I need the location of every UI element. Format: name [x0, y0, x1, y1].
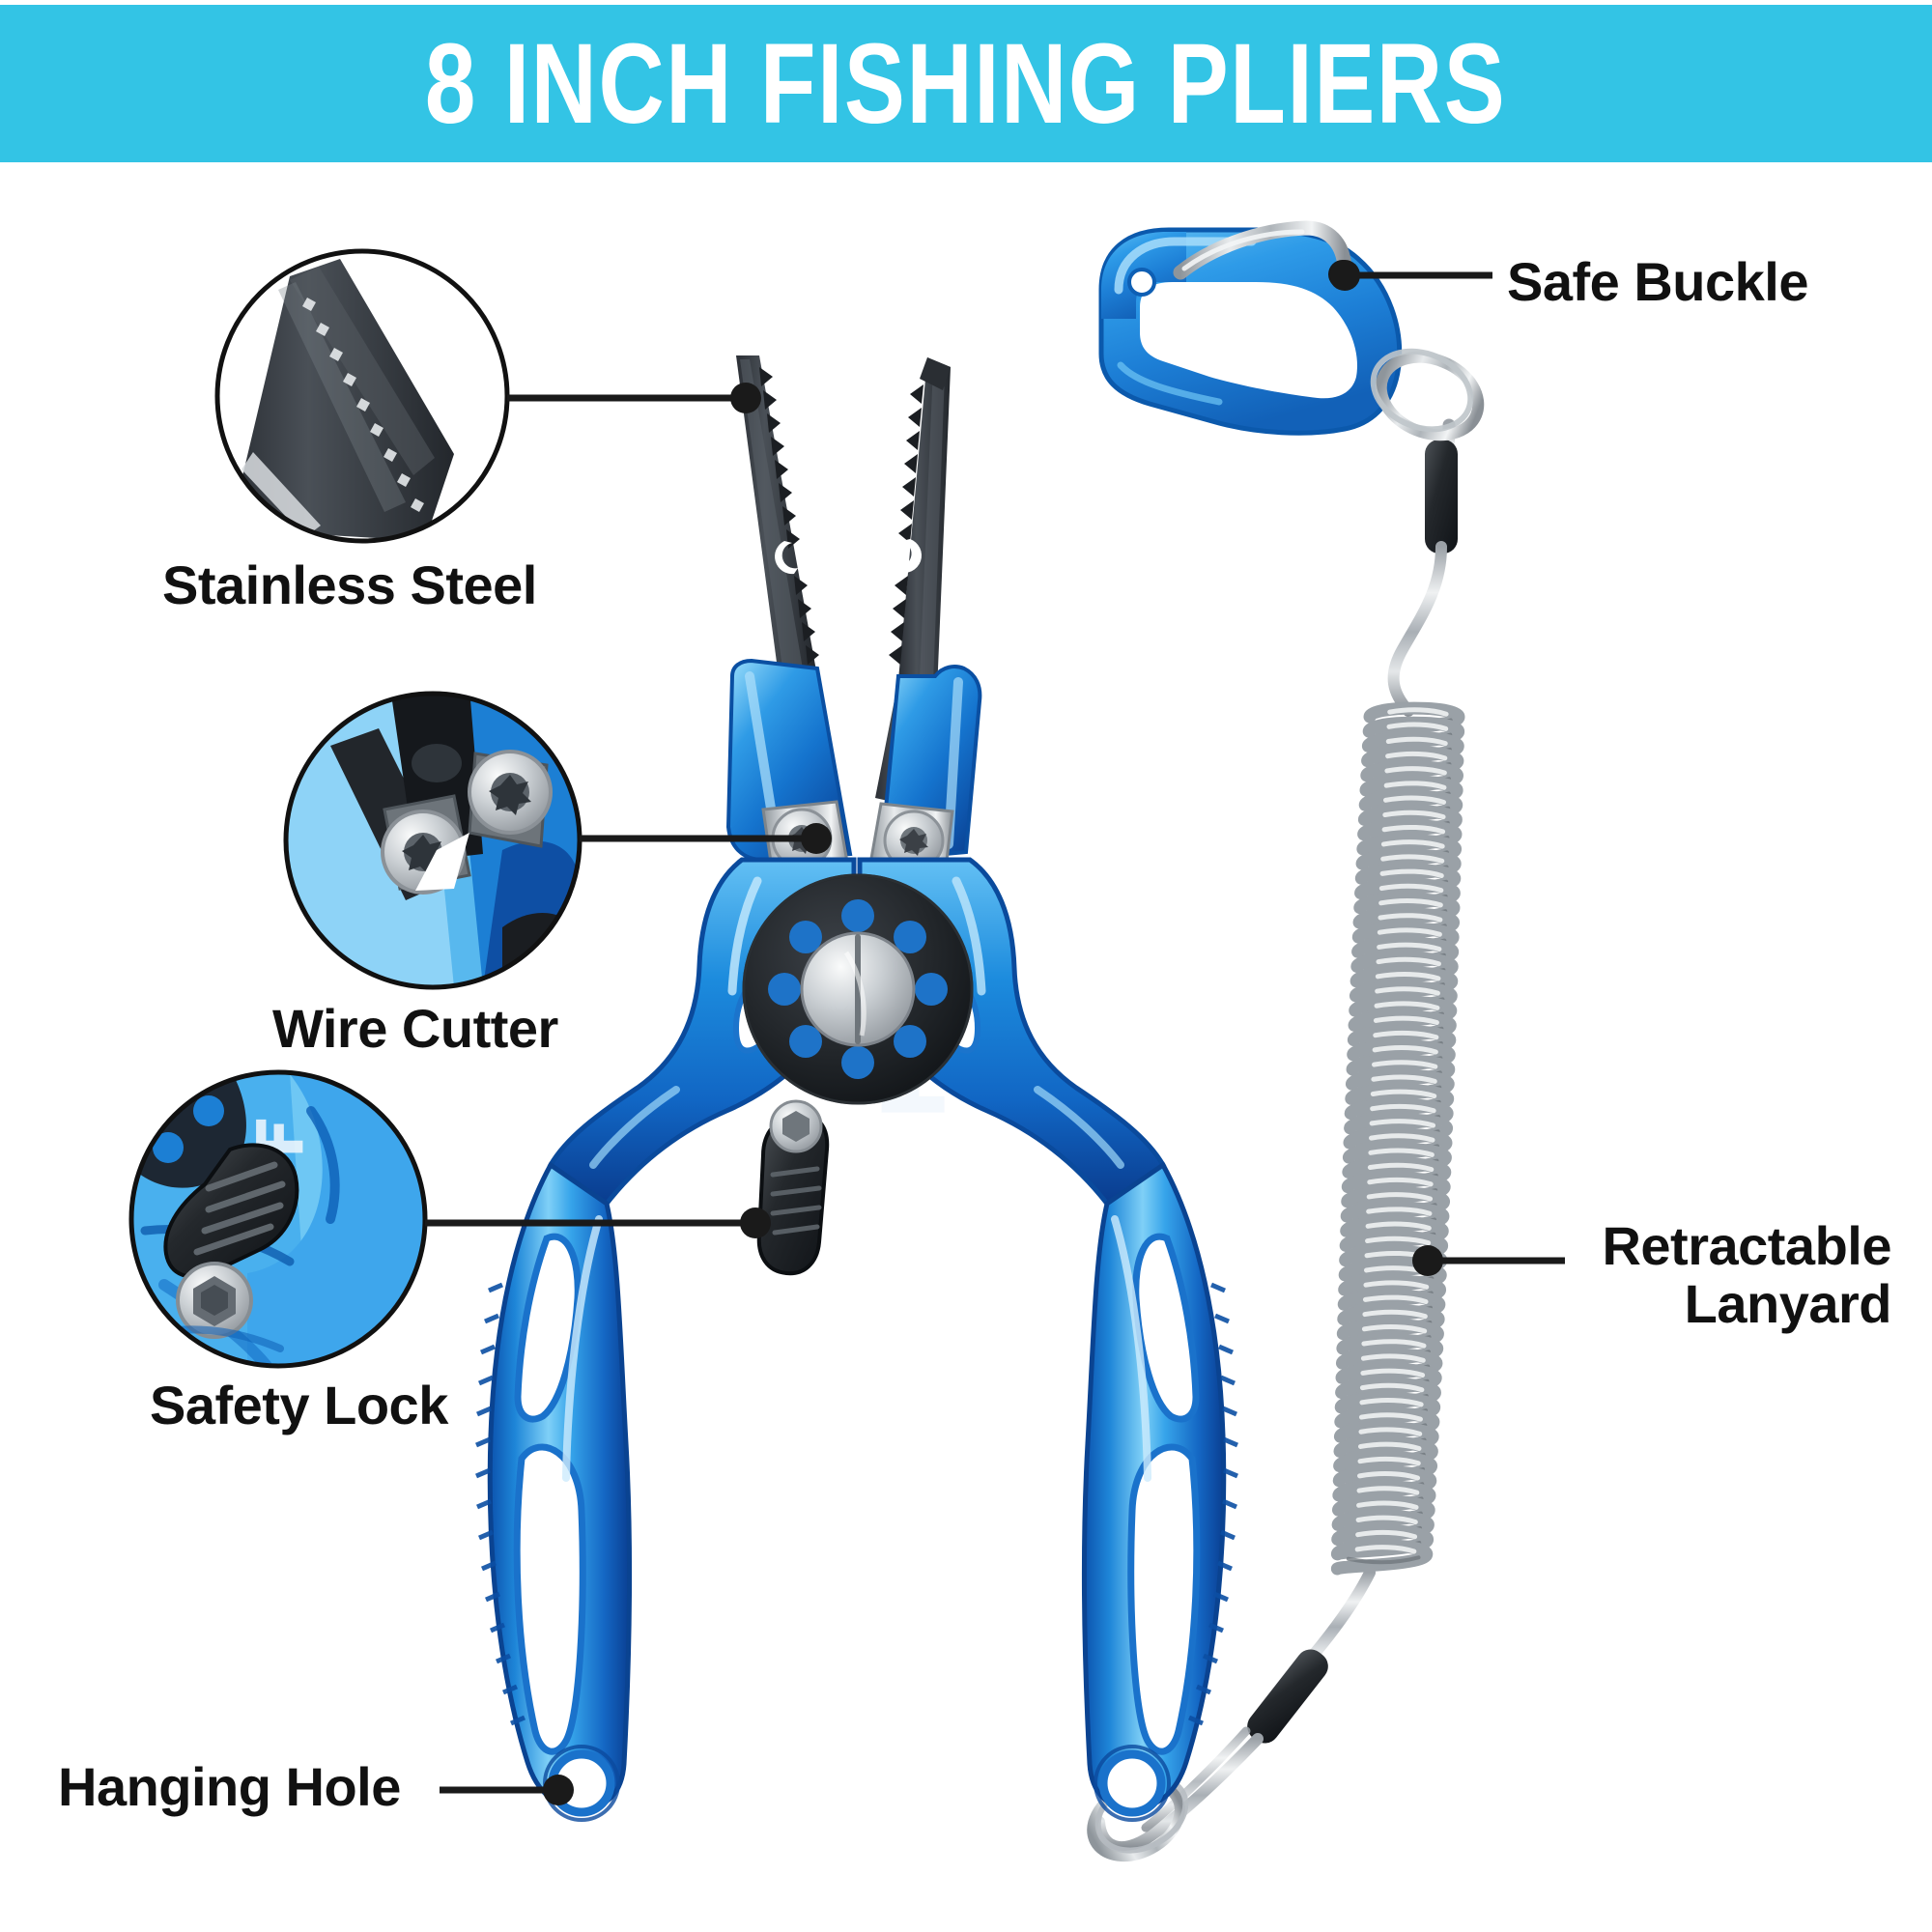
leader-hanging-hole	[440, 1775, 574, 1805]
callout-label-safety-lock: Safety Lock	[150, 1375, 448, 1435]
callout-label-retractable-lanyard-line1: Retractable	[1602, 1215, 1891, 1276]
magnifier-wire-cutter	[283, 691, 582, 990]
safe-buckle-carabiner	[1098, 220, 1485, 441]
header-banner: 8 INCH FISHING PLIERS	[0, 5, 1932, 162]
hanging-hole-right	[1098, 1749, 1166, 1817]
callout-label-stainless-steel: Stainless Steel	[162, 554, 537, 615]
wire-cutter-assembly	[761, 800, 954, 879]
leader-lines	[425, 260, 1565, 1805]
torx-screw-right	[883, 810, 945, 871]
safety-lock-lever	[756, 1099, 830, 1276]
plier-pivot-hub	[742, 873, 974, 1105]
handle-cutout-right-lower	[1127, 1443, 1201, 1755]
body-cutout-right	[912, 959, 981, 1054]
callout-label-retractable-lanyard-line2: Lanyard	[1684, 1273, 1892, 1335]
callout-label-safe-buckle: Safe Buckle	[1507, 251, 1809, 312]
magnifier-stainless-steel	[214, 248, 510, 544]
carabiner-eyelet	[1127, 268, 1156, 297]
carabiner-gate-pin	[1328, 260, 1357, 289]
safety-lock-screw	[769, 1099, 823, 1153]
safety-lock-ribs	[770, 1166, 822, 1236]
pivot-screw	[800, 931, 916, 1047]
retractable-lanyard-illustration	[1087, 418, 1465, 1862]
callout-label-retractable-lanyard: Retractable Lanyard	[1389, 1215, 1892, 1335]
handle-cutout-left-lower	[513, 1443, 586, 1755]
handle-knurl-right	[1188, 1282, 1238, 1726]
lanyard-split-ring	[1087, 1777, 1185, 1862]
cutter-blade-right	[867, 802, 954, 879]
cutter-blade-left	[761, 800, 850, 877]
plier-body-frame	[547, 857, 1167, 1208]
leader-wire-cutter	[580, 823, 832, 854]
lanyard-coil	[1330, 701, 1465, 1576]
hanging-hole-left	[548, 1749, 615, 1817]
plier-handle-right	[1081, 1161, 1238, 1822]
callout-label-wire-cutter: Wire Cutter	[272, 998, 558, 1059]
handle-knurl-left	[475, 1282, 526, 1726]
pivot-hub-holes	[768, 899, 948, 1079]
magnifier-safety-lock	[128, 1069, 428, 1369]
plier-jaw-right	[875, 357, 951, 808]
fishing-pliers-illustration	[475, 355, 1238, 1822]
handle-cutout-left-upper	[514, 1233, 582, 1423]
lanyard-heat-shrink-top	[1425, 440, 1458, 554]
body-cutout-left	[732, 959, 802, 1054]
leader-safe-buckle	[1329, 260, 1492, 291]
leader-safety-lock	[425, 1208, 771, 1238]
brand-logo-f	[881, 1067, 945, 1113]
leader-stainless-steel	[507, 383, 761, 413]
plier-handle-left	[475, 1161, 633, 1822]
plier-head	[725, 658, 982, 863]
torx-screw-left	[771, 808, 833, 869]
handle-cutout-right-upper	[1132, 1233, 1200, 1423]
callout-label-hanging-hole: Hanging Hole	[58, 1756, 401, 1817]
page-title: 8 INCH FISHING PLIERS	[425, 19, 1507, 148]
carabiner-split-ring	[1375, 351, 1485, 441]
plier-jaw-left	[736, 355, 838, 810]
carabiner-gate-wire	[1173, 220, 1352, 280]
lanyard-heat-shrink-bottom	[1247, 1649, 1328, 1744]
